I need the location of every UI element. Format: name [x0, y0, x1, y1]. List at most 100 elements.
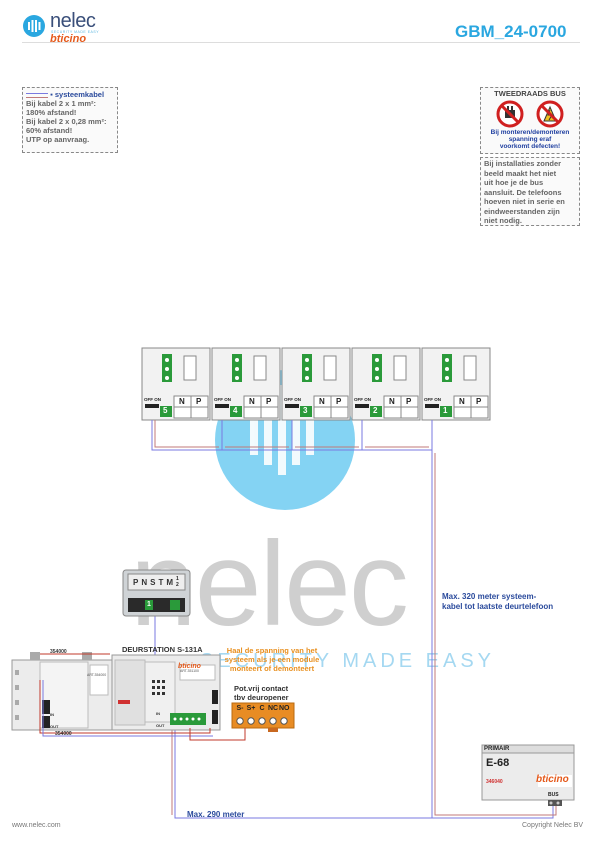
info-line: uit hoe je de bus — [484, 178, 544, 187]
ps-primary-label: PRIMAIR — [484, 746, 510, 752]
art-right: ART.351100 — [180, 669, 199, 673]
info-line: hoeven niet in serie en — [484, 197, 565, 206]
info-line: eindweerstanden zijn — [484, 206, 560, 216]
in-label-right: IN — [156, 711, 160, 716]
max-290-note: Max. 290 meter — [187, 810, 245, 819]
handset-dip-label: OFF ON — [214, 397, 231, 402]
terminal-screw — [247, 717, 255, 725]
handset-p-label: P — [476, 397, 482, 406]
handset-p-label: P — [266, 397, 272, 406]
cable-note-line: Bij kabel 2 x 0,28 mm²: — [26, 117, 107, 126]
bus-cable-handsets — [151, 420, 433, 451]
door-module-right — [111, 654, 221, 731]
terminal-screw — [236, 717, 244, 725]
handset — [421, 347, 491, 421]
handset — [281, 347, 351, 421]
info-line: niet nodig. — [484, 216, 522, 225]
footer-website: www.nelec.com — [12, 822, 61, 829]
handset-number: 3 — [303, 406, 308, 415]
terminal-label: NO — [279, 705, 290, 712]
cable-note: ▪ systeemkabel Bij kabel 2 x 1 mm²: 180%… — [22, 87, 118, 153]
warning-line: spanning eraf — [508, 136, 552, 143]
in-label-left: IN — [50, 712, 54, 717]
handset-p-label: P — [406, 397, 412, 406]
spanning-note: Haal de spanning van het systeem als je … — [224, 646, 320, 673]
cable-note-line: 60% afstand! — [26, 126, 73, 135]
terminal-screw — [269, 717, 277, 725]
terminal-label: C — [259, 705, 265, 712]
contact-terminal-block — [231, 702, 295, 732]
handset-dip-label: OFF ON — [424, 397, 441, 402]
handset-number: 1 — [443, 406, 448, 415]
handset-p-label: P — [336, 397, 342, 406]
handset-dip-label: OFF ON — [284, 397, 301, 402]
footer-copyright: Copyright Nelec BV — [522, 822, 584, 829]
terminal-screw — [280, 717, 288, 725]
terminal-label: S- — [236, 705, 244, 712]
bus-cable-main — [171, 450, 557, 819]
out-label-left: OUT — [50, 724, 59, 729]
handset-n-label: N — [389, 397, 395, 406]
terminal-screw — [258, 717, 266, 725]
handset-dip-label: OFF ON — [354, 397, 371, 402]
module-zoom-detail — [122, 569, 191, 617]
out-label-right: OUT — [156, 723, 165, 728]
handset — [211, 347, 281, 421]
no-plug-icons — [496, 100, 564, 128]
cable-note-line: 180% afstand! — [26, 108, 77, 117]
handset-row — [141, 347, 491, 421]
module-zoom-terminals: PNSTM — [133, 578, 177, 587]
handset — [141, 347, 211, 421]
cable-note-heading-row: ▪ systeemkabel — [26, 90, 114, 99]
page-title: GBM_24-0700 — [455, 22, 567, 41]
ps-code: 346040 — [486, 779, 503, 785]
door-module-left — [11, 652, 113, 731]
cable-line-icon — [26, 92, 48, 98]
art-left: ART.354000 — [87, 673, 107, 677]
module-code-left: 354000 — [50, 649, 67, 655]
warning-line: voorkomt defecten! — [499, 143, 561, 150]
handset-dip-label: OFF ON — [144, 397, 161, 402]
info-line: beeld maakt het niet — [484, 168, 557, 178]
cable-note-line: Bij kabel 2 x 1 mm²: — [26, 99, 97, 108]
cable-note-line: UTP op aanvraag. — [26, 135, 90, 144]
info-line: Bij installaties zonder — [484, 159, 562, 168]
handset-n-label: N — [459, 397, 465, 406]
ps-model: E-68 — [486, 757, 510, 769]
bticino-mark-module: bticino — [178, 663, 201, 670]
watermark-tagline: SECURITY MADE EASY — [200, 650, 496, 672]
handset-number: 2 — [373, 406, 378, 415]
max-320-note: Max. 320 meter systeem- kabel tot laatst… — [442, 592, 554, 611]
no-power-icon — [536, 100, 564, 128]
contact-note: Pot.vrij contact tbv deuropener — [234, 684, 289, 702]
power-supply-e68 — [481, 744, 575, 806]
module-code-bottom: 354000 — [55, 731, 72, 737]
handset-n-label: N — [319, 397, 325, 406]
module-zoom-slot: 1 — [147, 601, 151, 608]
warning-box: TWEEDRAADS BUS Bij monteren/demonteren s… — [480, 87, 580, 154]
warning-heading: TWEEDRAADS BUS — [494, 89, 566, 98]
terminal-label: NC — [268, 705, 279, 712]
handset-number: 5 — [163, 406, 168, 415]
handset-number: 4 — [233, 406, 238, 415]
handset-n-label: N — [249, 397, 255, 406]
handset — [351, 347, 421, 421]
info-line: aansluit. De telefoons — [484, 187, 562, 197]
handset-p-label: P — [196, 397, 202, 406]
ps-bus-label: BUS — [548, 792, 559, 798]
ps-brand: bticino — [536, 774, 569, 785]
logo-tagline: SECURITY MADE EASY — [51, 30, 100, 34]
cable-note-heading: systeemkabel — [54, 90, 105, 99]
terminal-label: S+ — [246, 705, 256, 712]
door-station-label: DEURSTATION S-131A — [122, 645, 203, 654]
info-note: Bij installaties zonder beeld maakt het … — [480, 157, 580, 226]
nelec-logo-icon — [23, 15, 45, 37]
warning-line: Bij monteren/demonteren — [490, 129, 570, 136]
logo-word: nelec — [50, 10, 96, 32]
header-divider — [22, 42, 580, 43]
no-plug-icon — [496, 100, 524, 128]
internal-cable — [39, 680, 211, 734]
handset-n-label: N — [179, 397, 185, 406]
